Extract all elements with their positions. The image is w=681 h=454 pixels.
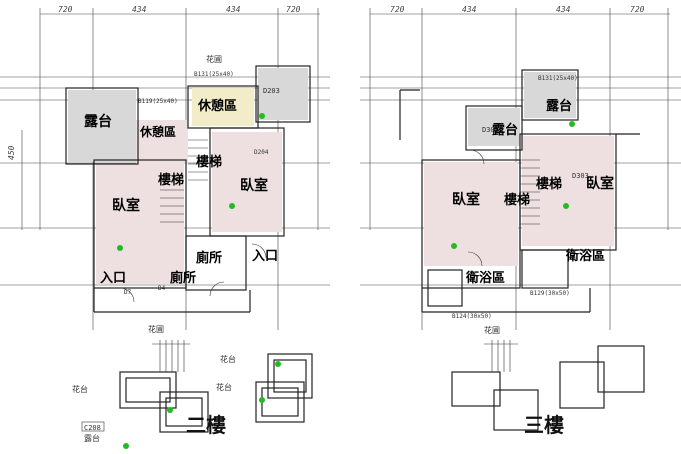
floor2-tags: D203 D204 B119(25x40) B131(25x40) D4 D7 …: [84, 71, 280, 432]
floor2-title: 二樓: [186, 413, 226, 437]
floor3-bath-center-label: 衛浴區: [465, 270, 505, 286]
floor2-lounge-top-label: 休憩區: [197, 98, 237, 114]
dim-3: 434: [226, 5, 241, 14]
plant-markers: [117, 113, 575, 449]
floor2-balcony-label: 露台: [84, 113, 112, 130]
floor3-bedroom-right-area: [522, 136, 614, 246]
floor3-balcony-area: [532, 88, 570, 112]
floor2-entrance-right-label: 入口: [252, 249, 278, 264]
floor2-toilet-center-label: 廁所: [196, 250, 222, 266]
floor3-bath-right-label: 衛浴區: [565, 248, 605, 264]
floor3-flower-bottom-label: 花圃: [484, 325, 500, 335]
tag-d302: D302: [482, 126, 499, 134]
floor3-title: 三樓: [524, 413, 564, 437]
dim-8: 720: [630, 5, 645, 14]
tag-d303: D303: [572, 172, 589, 180]
floor3-balcony-label: 露台: [546, 98, 572, 114]
floor2-flower-left-label: 花台: [72, 384, 88, 394]
tag-d4: D4: [158, 285, 166, 292]
floor2-lounge-area: [192, 88, 254, 126]
floor3-bedroom-right-label: 臥室: [586, 175, 614, 192]
floor2-bedroom-left-label: 臥室: [112, 197, 140, 214]
floor2-flower-top-label: 花圃: [206, 54, 222, 64]
floor3-stair-lines: [520, 159, 540, 225]
tag-d203: D203: [263, 87, 280, 95]
floor2-entrance-left-label: 入口: [100, 271, 126, 286]
top-dimensions: 720 434 434 720 720 434 434 720 450: [7, 5, 645, 160]
dim-1: 720: [58, 5, 73, 14]
tag-b131: B131(25x40): [194, 71, 234, 78]
dim-7: 434: [556, 5, 571, 14]
floor3-balcony-mid-area: [468, 108, 520, 146]
dim-6: 434: [462, 5, 477, 14]
floor2-bedroom-right-label: 臥室: [240, 177, 268, 194]
floor3-stair-right-label: 樓梯: [536, 176, 562, 192]
floor3-plan: [399, 69, 645, 431]
floor2-stair-lines: [160, 139, 208, 223]
dim-2: 434: [132, 5, 147, 14]
tag-d7: D7: [124, 289, 132, 296]
floor2-flower-steps2-label: 花台: [216, 382, 232, 392]
tag-d204: D204: [254, 149, 269, 156]
floor3-room-labels: 露台 露台 樓梯 樓梯 臥室 臥室 衛浴區 衛浴區 花圃 三樓: [452, 98, 614, 437]
tag-f3-b131: B131(25x40): [538, 75, 578, 82]
floor3-bedroom-left-label: 臥室: [452, 191, 480, 208]
tag-f3-b129: B129(30x50): [530, 290, 570, 297]
floor2-stair-center-label: 樓梯: [158, 172, 184, 188]
floor2-flower-steps-label: 花台: [220, 354, 236, 364]
floor3-bedroom-left-area: [424, 162, 518, 266]
floor3-balcony-mid-label: 露台: [492, 122, 518, 138]
floor2-balcony-area: [68, 90, 136, 162]
floor2-terrace-bottom-label: 露台: [84, 433, 100, 443]
floor2-lounge-left-label: 休憩區: [139, 124, 176, 139]
floor2-bedroom-right-area: [212, 132, 282, 232]
dim-side: 450: [7, 145, 16, 160]
floor2-plan: [65, 65, 313, 433]
tag-b119: B119(25x40): [138, 98, 178, 105]
floor2-stair-right-label: 樓梯: [196, 154, 222, 170]
floor2-toilet-bottom-label: 廁所: [170, 270, 196, 286]
dim-5: 720: [390, 5, 405, 14]
dim-4: 720: [286, 5, 301, 14]
floor2-bedroom-left-area: [96, 164, 184, 284]
floor3-tags: D302 D303 B131(25x40) B129(30x50) B124(3…: [452, 75, 589, 320]
floor2-flower-bottom-label: 花圃: [148, 324, 164, 334]
tag-f3-b124: B124(30x50): [452, 313, 492, 320]
tag-c208: C208: [84, 424, 101, 432]
floor2-room-labels: 露台 休憩區 休憩區 樓梯 樓梯 臥室 臥室 廁所 廁所 入口 入口 花圃 花圃…: [72, 54, 278, 443]
floor3-stair-center-label: 樓梯: [504, 192, 530, 208]
